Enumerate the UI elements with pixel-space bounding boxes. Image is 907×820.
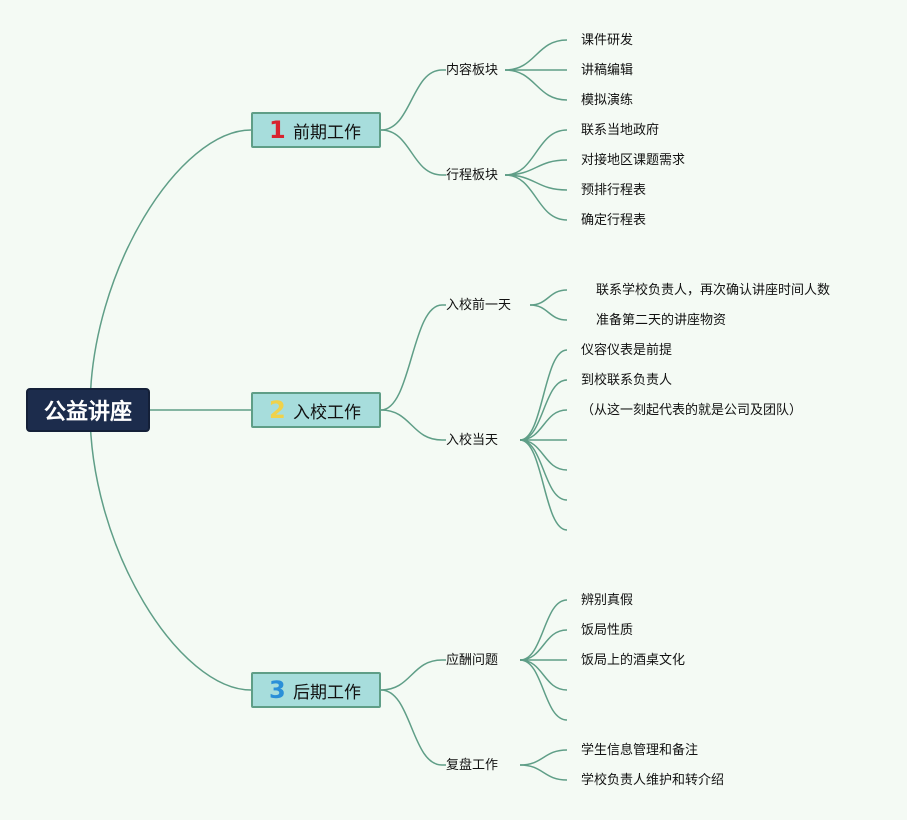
leaf-connector <box>504 39 568 71</box>
branch-connector <box>380 689 443 766</box>
branch-node-2[interactable]: 2 入校工作 <box>251 392 381 428</box>
root-connector <box>89 409 252 691</box>
leaf-connector <box>504 174 568 221</box>
branch-label-3: 后期工作 <box>293 682 361 703</box>
branch-number-2: 2 <box>269 396 286 424</box>
leaf-item[interactable]: 学校负责人维护和转介绍 <box>581 773 725 788</box>
sub-node-social[interactable]: 应酬问题 <box>446 653 499 668</box>
branch-connector <box>380 659 443 691</box>
leaf-connector <box>519 439 568 471</box>
leaf-connector <box>519 764 568 781</box>
leaf-item[interactable]: 到校联系负责人 <box>581 373 673 388</box>
branch-connector <box>380 129 443 176</box>
root-label: 公益讲座 <box>43 400 132 425</box>
leaf-connector <box>519 439 568 501</box>
leaf-connector <box>529 304 568 321</box>
leaf-connector <box>519 659 568 691</box>
branch-number-3: 3 <box>269 676 286 704</box>
leaf-connector <box>519 749 568 766</box>
leaf-connector <box>519 599 568 661</box>
branch-label-2: 入校工作 <box>293 402 361 423</box>
leaf-item[interactable]: 预排行程表 <box>581 183 647 198</box>
sub-node-schedule[interactable]: 行程板块 <box>446 168 499 183</box>
leaf-connector <box>519 349 568 441</box>
branch-label-1: 前期工作 <box>293 122 361 143</box>
leaf-item[interactable]: 饭局性质 <box>581 623 634 638</box>
branch-connector <box>380 409 443 441</box>
leaf-connector <box>519 409 568 441</box>
sub-node-entry-day[interactable]: 入校当天 <box>446 433 499 448</box>
leaf-item[interactable]: 课件研发 <box>581 33 634 48</box>
sub-node-review[interactable]: 复盘工作 <box>446 758 499 773</box>
leaf-connector <box>519 659 568 721</box>
branch-node-3[interactable]: 3 后期工作 <box>251 672 381 708</box>
leaf-connector <box>504 69 568 101</box>
root-connector <box>89 129 252 411</box>
leaf-item[interactable]: 饭局上的酒桌文化 <box>581 653 686 668</box>
branch-connector <box>380 304 443 411</box>
leaf-item[interactable]: （从这一刻起代表的就是公司及团队） <box>581 403 803 418</box>
leaf-item[interactable]: 学生信息管理和备注 <box>581 743 699 758</box>
branch-number-1: 1 <box>269 116 286 144</box>
leaf-item[interactable]: 模拟演练 <box>581 93 634 108</box>
leaf-connector <box>519 379 568 441</box>
leaf-item[interactable]: 联系当地政府 <box>581 123 660 138</box>
root-node[interactable]: 公益讲座 <box>26 388 150 432</box>
leaf-connector <box>504 159 568 176</box>
leaf-item[interactable]: 对接地区课题需求 <box>581 153 686 168</box>
branch-node-1[interactable]: 1 前期工作 <box>251 112 381 148</box>
leaf-item[interactable]: 讲稿编辑 <box>581 63 634 78</box>
leaf-connector <box>529 289 568 306</box>
leaf-connector <box>519 439 568 531</box>
leaf-connector <box>504 129 568 176</box>
leaf-connector <box>519 629 568 661</box>
leaf-item[interactable]: 确定行程表 <box>581 213 647 228</box>
sub-node-content[interactable]: 内容板块 <box>446 63 499 78</box>
leaf-item[interactable]: 辨别真假 <box>581 593 634 608</box>
branch-connector <box>380 69 443 131</box>
leaf-item[interactable]: 仪容仪表是前提 <box>581 343 673 358</box>
leaf-item[interactable]: 联系学校负责人，再次确认讲座时间人数 <box>596 283 831 298</box>
leaf-item[interactable]: 准备第二天的讲座物资 <box>596 313 727 328</box>
sub-node-day-before[interactable]: 入校前一天 <box>446 298 512 313</box>
